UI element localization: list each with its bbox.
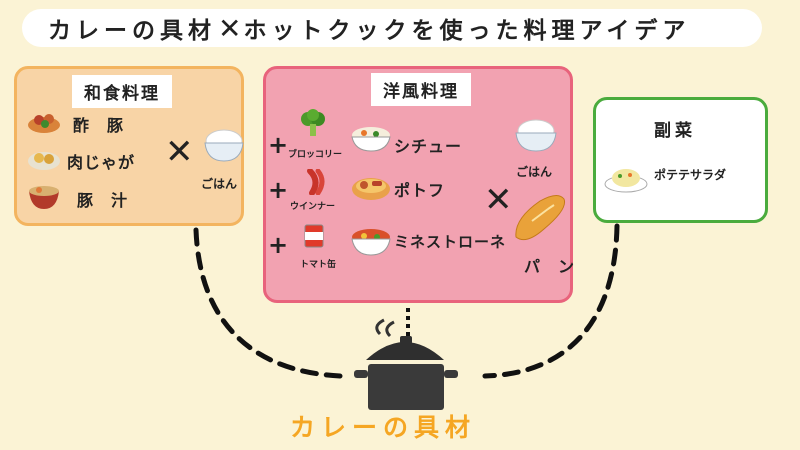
yofu-bread-label: パ ン [524, 257, 576, 276]
yofu-rice-label: ごはん [516, 165, 553, 179]
dish-2: ポトフ [394, 181, 446, 200]
page-title: カレーの具材 ✕ ホットクックを使った料理アイデア [22, 9, 762, 47]
tomato-can-icon [304, 224, 324, 248]
tonjiru-icon [29, 186, 59, 209]
stew-icon [351, 127, 391, 152]
cooking-pot-icon [354, 318, 458, 410]
washoku-item-1: 酢 豚 [73, 116, 125, 135]
rice-bowl-icon [515, 119, 557, 152]
washoku-item-2: 肉じゃが [67, 153, 136, 172]
fukusai-dish: ポテテサラダ [654, 168, 727, 182]
ingredient-1: ブロッコリー [288, 150, 343, 160]
pot-au-feu-icon [352, 178, 390, 200]
plus-sign-2: + [268, 176, 289, 204]
plus-sign-1: + [268, 131, 289, 159]
washoku-item-3: 豚 汁 [77, 191, 129, 210]
plus-sign-3: + [268, 231, 289, 259]
title-part2: ホットクックを使った料理アイデア [243, 18, 691, 44]
title-part1: カレーの具材 [48, 18, 216, 44]
ingredient-2: ウインナー [290, 202, 336, 212]
bread-icon [515, 195, 566, 241]
dish-1: シチュー [394, 137, 463, 156]
yofu-panel: 洋風料理 + ブロッコリー シチュー + ウインナー ポトフ + トマト缶 ミネ… [263, 66, 576, 303]
nikujaga-icon [28, 152, 60, 170]
broccoli-icon [301, 109, 325, 136]
fukusai-panel: 副菜 ポテテサラダ [593, 97, 768, 223]
sausage-icon [307, 169, 325, 195]
subuta-icon [28, 114, 60, 133]
dish-3: ミネストローネ [394, 233, 507, 251]
minestrone-icon [351, 229, 391, 256]
curry-ingredients-label: カレーの具材 [290, 413, 477, 442]
washoku-heading: 和食料理 [72, 75, 172, 108]
washoku-panel: 和食料理 酢 豚 肉じゃが 豚 汁 ✕ ごはん [14, 66, 244, 226]
title-cross: ✕ [218, 11, 242, 45]
potato-salad-icon [604, 169, 648, 193]
ingredient-3: トマト缶 [300, 260, 337, 270]
rice-bowl-icon [204, 129, 244, 162]
yofu-heading: 洋風料理 [371, 73, 471, 106]
washoku-rice-label: ごはん [201, 177, 238, 191]
yofu-times: ✕ [484, 180, 513, 220]
fukusai-heading: 副菜 [624, 112, 726, 145]
washoku-times: ✕ [165, 132, 194, 172]
